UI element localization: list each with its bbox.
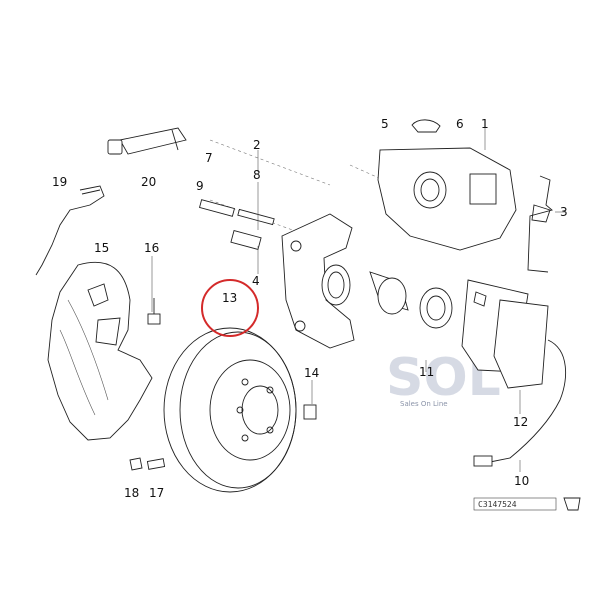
callout-1: 1 <box>481 117 489 131</box>
bolt-part-14 <box>303 404 317 420</box>
callout-8: 8 <box>253 168 261 182</box>
callout-7: 7 <box>205 151 213 165</box>
grease-tube-part <box>107 127 187 155</box>
carrier-bracket-part <box>281 213 355 349</box>
callout-6: 6 <box>456 117 464 131</box>
reference-box: C3147524 <box>473 497 581 511</box>
part-13-highlight-circle <box>201 279 259 337</box>
callout-9: 9 <box>196 179 204 193</box>
callout-3: 3 <box>560 205 568 219</box>
callout-16: 16 <box>144 241 159 255</box>
wear-sensor-wire-left <box>35 185 105 276</box>
stud-and-nut-parts <box>129 457 166 471</box>
callout-2: 2 <box>253 138 261 152</box>
brake-disc-part <box>163 327 297 493</box>
callout-10: 10 <box>514 474 529 488</box>
spring-clip-part <box>527 175 553 273</box>
caliper-part <box>377 147 517 251</box>
callout-11: 11 <box>419 365 434 379</box>
callout-12: 12 <box>513 415 528 429</box>
callout-17: 17 <box>149 486 164 500</box>
guide-pins-parts <box>198 199 275 250</box>
dust-shield-part <box>47 261 153 441</box>
callout-14: 14 <box>304 366 319 380</box>
callout-19: 19 <box>52 175 67 189</box>
callout-18: 18 <box>124 486 139 500</box>
wear-sensor-wire-right <box>473 339 566 467</box>
callout-20: 20 <box>141 175 156 189</box>
callout-13: 13 <box>222 291 237 305</box>
callout-labels: 1 2 3 4 5 6 7 8 9 10 11 12 13 14 15 16 1… <box>52 117 568 500</box>
bolt-part-16 <box>147 298 161 325</box>
callout-5: 5 <box>381 117 389 131</box>
clip-part <box>411 119 441 133</box>
leader-lines <box>151 128 565 472</box>
callout-15: 15 <box>94 241 109 255</box>
piston-seal-parts <box>321 264 453 329</box>
drawing-reference: C3147524 <box>478 500 517 509</box>
callout-4: 4 <box>252 274 260 288</box>
brake-pads-parts <box>461 279 549 389</box>
watermark-subtitle: Sales On Line <box>400 400 448 408</box>
